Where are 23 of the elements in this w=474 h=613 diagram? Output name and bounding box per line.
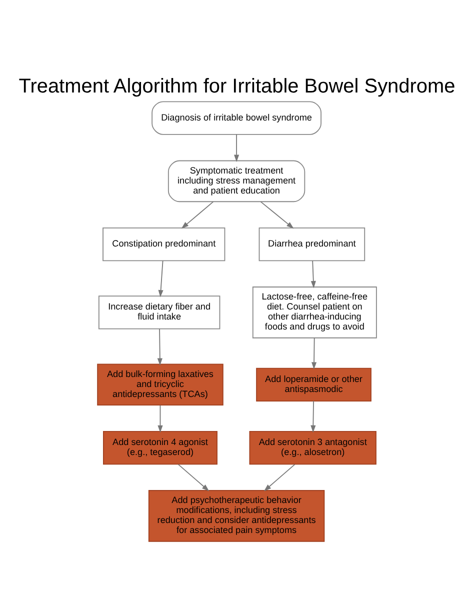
node-box: Symptomatic treatment including stress management and patient education	[168, 160, 306, 202]
arrow	[310, 260, 316, 288]
node-box: Add serotonin 3 antagonist (e.g., alosetron)	[249, 430, 376, 464]
node-box: Constipation predominant	[102, 227, 226, 261]
arrow	[181, 200, 214, 228]
arrow	[157, 328, 162, 366]
node-box: Add loperamide or other antispasmodic	[256, 367, 372, 401]
arrow	[311, 337, 317, 369]
arrow	[264, 463, 296, 491]
arrow	[178, 463, 210, 491]
node-box: Add psychotherapeutic behavior modifications, including stress reduction and consider antidepressants for associated pain symptoms	[148, 490, 325, 542]
arrow	[310, 400, 316, 432]
diagram-title: Treatment Algorithm for Irritable Bowel Syndrome	[18, 74, 456, 97]
arrow	[260, 200, 294, 228]
node-box: Diarrhea predominant	[258, 227, 366, 261]
arrow	[234, 133, 240, 162]
arrow	[158, 260, 164, 297]
node-box: Diagnosis of irritable bowel syndrome	[152, 100, 322, 134]
node-box: Add bulk-forming laxatives and tricyclic antidepressants (TCAs)	[97, 363, 224, 406]
arrow	[158, 404, 163, 432]
node-box: Increase dietary fiber and fluid intake	[98, 295, 220, 329]
node-box: Lactose-free, caffeine-free diet. Counsel patient on other diarrhea-inducing foods and drugs to avoid	[252, 286, 377, 338]
node-box: Add serotonin 4 agonist (e.g., tegaserod)	[103, 430, 218, 464]
